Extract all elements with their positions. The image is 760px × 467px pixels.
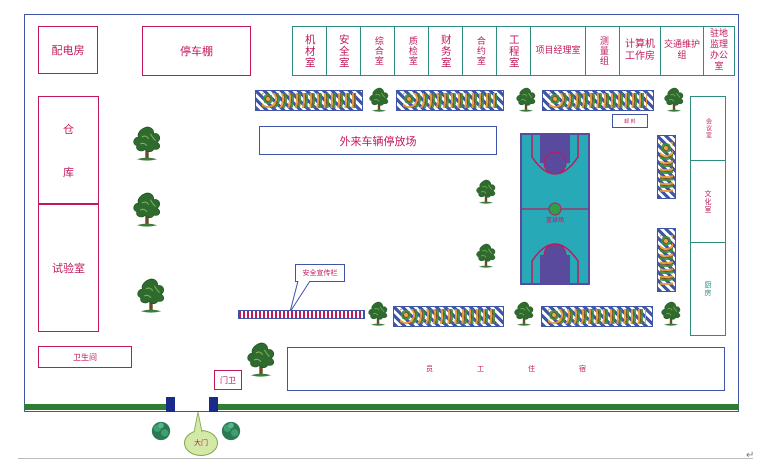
power-room-label: 配电房 (51, 44, 85, 57)
office-supervision[interactable]: 驻地监理办公室 (704, 27, 734, 75)
hedge-bottom-1 (393, 306, 504, 327)
office-computer-room-label: 计算机工作房 (625, 39, 655, 62)
return-mark-icon: ↵ (746, 450, 755, 461)
gate-pointer (193, 412, 203, 433)
meeting-room-label: 会议室 (704, 118, 712, 139)
tree-icon (514, 86, 538, 114)
main-gate[interactable]: 大门 (184, 430, 218, 456)
toilet[interactable]: 卫生间 (38, 346, 132, 368)
office-survey[interactable]: 测量组 (586, 27, 620, 75)
office-quality[interactable]: 质检室 (395, 27, 429, 75)
page-baseline (18, 458, 753, 459)
office-general-label: 综合室 (372, 36, 383, 66)
guard-room-label: 门卫 (220, 375, 236, 385)
office-engineering[interactable]: 工程室 (497, 27, 531, 75)
office-finance[interactable]: 财务室 (429, 27, 463, 75)
hedge-top-3 (542, 90, 654, 111)
hedge-bottom-2 (541, 306, 653, 327)
guard-room[interactable]: 门卫 (214, 370, 242, 390)
court-markings (522, 135, 588, 283)
hedge-right-2 (657, 228, 676, 292)
office-general[interactable]: 综合室 (361, 27, 395, 75)
bush-icon (150, 418, 172, 444)
office-supervision-label: 驻地监理办公室 (709, 29, 728, 72)
culture-room-label: 文化室 (704, 189, 712, 214)
tree-icon (662, 86, 686, 114)
visitor-parking[interactable]: 外来车辆停放场 (259, 126, 497, 155)
staff-dorm-char-3: 住 (528, 365, 535, 373)
staff-dorm-char-1: 员 (426, 365, 433, 373)
warehouse-label-1: 仓 (63, 122, 74, 136)
tree-icon (130, 190, 164, 230)
staff-dormitory[interactable]: 员 工 住 宿 (287, 347, 725, 391)
tree-icon (134, 276, 168, 316)
gate-post-right (209, 397, 218, 412)
tree-icon (244, 338, 278, 382)
safety-board-callout: 安全宣传栏 (295, 264, 345, 282)
lab-label: 试验室 (52, 262, 85, 275)
office-safety[interactable]: 安全室 (327, 27, 361, 75)
culture-room[interactable]: 文化室 (691, 161, 725, 243)
office-project-manager[interactable]: 项目经理室 (531, 27, 586, 75)
basketball-court[interactable]: 篮球场 (520, 133, 590, 285)
office-computer-room[interactable]: 计算机工作房 (620, 27, 661, 75)
office-project-manager-label: 项目经理室 (535, 45, 581, 56)
office-engineering-label: 工程室 (507, 33, 520, 69)
site-boundary (24, 14, 739, 412)
office-quality-label: 质检室 (406, 36, 417, 66)
parking-shed[interactable]: 停车棚 (142, 26, 251, 76)
office-traffic-maintenance-label: 交通维护组 (664, 40, 701, 61)
meeting-room[interactable]: 会议室 (691, 97, 725, 161)
tree-icon (366, 300, 390, 328)
office-contract[interactable]: 合约室 (463, 27, 497, 75)
tree-icon (474, 178, 498, 206)
tree-icon (130, 124, 164, 164)
office-materials[interactable]: 机材室 (293, 27, 327, 75)
main-gate-label: 大门 (194, 439, 208, 447)
hedge-top-2 (396, 90, 504, 111)
safety-board[interactable] (238, 310, 365, 319)
boundary-wall-right (218, 404, 739, 410)
office-safety-label: 安全室 (337, 33, 350, 69)
small-room[interactable]: 卸 料 (612, 114, 648, 128)
gate-post-left (166, 397, 175, 412)
toilet-label: 卫生间 (73, 352, 97, 362)
hedge-top-1 (255, 90, 363, 111)
warehouse[interactable]: 仓 库 (38, 96, 99, 204)
right-building: 会议室 文化室 厨房 (690, 96, 726, 336)
kitchen[interactable]: 厨房 (691, 243, 725, 335)
office-materials-label: 机材室 (303, 33, 316, 69)
basketball-court-label: 篮球场 (545, 217, 564, 224)
callout-pointer (289, 280, 311, 313)
staff-dorm-char-4: 宿 (579, 365, 586, 373)
office-contract-label: 合约室 (474, 36, 485, 66)
office-finance-label: 财务室 (439, 33, 452, 69)
boundary-wall-left (24, 404, 166, 410)
kitchen-label: 厨房 (704, 281, 712, 297)
tree-icon (367, 86, 391, 114)
office-survey-label: 测量组 (597, 36, 608, 66)
tree-icon (474, 242, 498, 270)
office-traffic-maintenance[interactable]: 交通维护组 (661, 27, 704, 75)
tree-icon (512, 300, 536, 328)
power-room[interactable]: 配电房 (38, 26, 98, 74)
warehouse-label-2: 库 (63, 165, 74, 179)
visitor-parking-label: 外来车辆停放场 (339, 134, 417, 148)
lab[interactable]: 试验室 (38, 204, 99, 332)
tree-icon (659, 300, 683, 328)
safety-board-callout-label: 安全宣传栏 (302, 269, 338, 277)
office-row: 机材室 安全室 综合室 质检室 财务室 合约室 工程室 项目经理室 测量组 计算… (292, 26, 735, 76)
parking-shed-label: 停车棚 (180, 45, 213, 58)
hedge-right-1 (657, 135, 676, 199)
small-room-label: 卸 料 (624, 118, 636, 125)
bush-icon (220, 418, 242, 444)
staff-dorm-char-2: 工 (477, 365, 484, 373)
